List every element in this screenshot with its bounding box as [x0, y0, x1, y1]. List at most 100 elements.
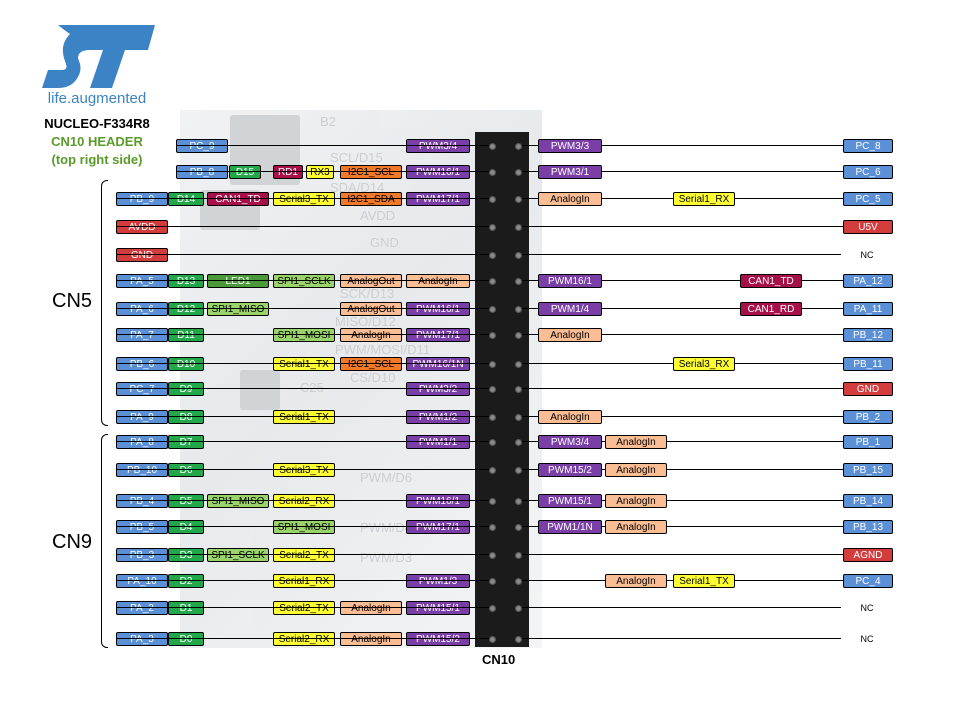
right-wire-4	[518, 254, 893, 255]
left-label-17-0: PA_2	[116, 601, 168, 615]
left-pin-9	[488, 385, 496, 393]
left-label-0-1: PWM3/4	[406, 139, 470, 153]
left-label-16-2: Serial1_RX	[273, 574, 335, 588]
right-label-9-0: GND	[843, 382, 893, 396]
nc-label-18: NC	[841, 632, 893, 646]
left-label-5-2: LED1	[207, 274, 269, 288]
right-label-0-0: PWM3/3	[538, 139, 602, 153]
left-pin-18	[488, 635, 496, 643]
left-pin-17	[488, 604, 496, 612]
right-label-5-2: PA_12	[843, 274, 893, 288]
left-wire-7	[116, 334, 492, 335]
right-label-13-2: PB_14	[843, 494, 893, 508]
right-wire-18	[518, 638, 893, 639]
left-wire-17	[116, 607, 492, 608]
left-label-12-0: PB_10	[116, 463, 168, 477]
right-pin-3	[514, 223, 522, 231]
left-pin-13	[488, 497, 496, 505]
right-pin-18	[514, 635, 522, 643]
left-label-6-2: SPI1_MISO	[207, 302, 269, 316]
right-label-6-0: PWM1/4	[538, 302, 602, 316]
right-pin-5	[514, 277, 522, 285]
right-label-16-1: Serial1_TX	[673, 574, 735, 588]
right-wire-0	[518, 145, 893, 146]
logo-tagline: life.augmented	[47, 90, 147, 107]
left-label-10-0: PA_9	[116, 410, 168, 424]
left-pin-2	[488, 195, 496, 203]
left-label-9-1: D9	[168, 382, 204, 396]
right-label-15-0: AGND	[843, 548, 893, 562]
header-side: (top right side)	[51, 152, 143, 167]
left-label-4-0: GND	[116, 248, 168, 262]
right-pin-16	[514, 577, 522, 585]
left-label-15-3: Serial2_TX	[273, 548, 335, 562]
st-logo	[40, 20, 160, 95]
right-label-13-1: AnalogIn	[605, 494, 667, 508]
left-label-10-1: D8	[168, 410, 204, 424]
right-pin-7	[514, 331, 522, 339]
left-wire-5	[116, 280, 492, 281]
left-label-15-1: D3	[168, 548, 204, 562]
left-label-8-4: PWM16/1N	[406, 357, 470, 371]
right-wire-6	[518, 308, 893, 309]
left-label-1-5: PWM16/1	[406, 165, 470, 179]
header-title: CN10 HEADER	[51, 134, 143, 149]
left-label-13-2: SPI1_MISO	[207, 494, 269, 508]
left-wire-4	[116, 254, 492, 255]
right-pin-14	[514, 523, 522, 531]
left-label-18-3: AnalogIn	[340, 632, 402, 646]
left-pin-3	[488, 223, 496, 231]
right-label-12-2: PB_15	[843, 463, 893, 477]
cn9-brace	[101, 434, 108, 648]
left-wire-3	[116, 226, 492, 227]
left-label-9-0: PC_7	[116, 382, 168, 396]
left-label-3-0: AVDD	[116, 220, 168, 234]
left-label-11-0: PA_8	[116, 435, 168, 449]
right-label-5-1: CAN1_TD	[740, 274, 802, 288]
right-wire-5	[518, 280, 893, 281]
left-label-8-3: I2C1_SCL	[340, 357, 402, 371]
left-label-12-2: Serial3_TX	[273, 463, 335, 477]
left-pin-5	[488, 277, 496, 285]
right-pin-0	[514, 142, 522, 150]
right-label-14-2: PB_13	[843, 520, 893, 534]
left-label-16-3: PWM1/3	[406, 574, 470, 588]
left-wire-1	[176, 171, 492, 172]
left-label-7-1: D11	[168, 328, 204, 342]
right-pin-8	[514, 360, 522, 368]
left-label-5-5: AnalogIn	[406, 274, 470, 288]
left-label-0-0: PC_9	[176, 139, 228, 153]
right-pin-10	[514, 413, 522, 421]
right-pin-4	[514, 251, 522, 259]
left-label-2-1: D14	[168, 192, 204, 206]
nc-label-4: NC	[841, 248, 893, 262]
left-pin-10	[488, 413, 496, 421]
right-wire-15	[518, 554, 893, 555]
right-pin-1	[514, 168, 522, 176]
left-label-7-4: PWM17/1	[406, 328, 470, 342]
right-label-0-1: PC_8	[843, 139, 893, 153]
left-pin-7	[488, 331, 496, 339]
left-label-16-0: PA_10	[116, 574, 168, 588]
right-wire-9	[518, 388, 893, 389]
right-label-7-1: PB_12	[843, 328, 893, 342]
right-label-6-1: CAN1_RD	[740, 302, 802, 316]
left-pin-16	[488, 577, 496, 585]
left-label-17-4: PWM15/1	[406, 601, 470, 615]
right-wire-10	[518, 416, 893, 417]
left-label-1-0: PB_8	[176, 165, 228, 179]
right-wire-14	[518, 526, 893, 527]
right-label-2-0: AnalogIn	[538, 192, 602, 206]
left-wire-16	[116, 580, 492, 581]
left-label-2-5: PWM17/1	[406, 192, 470, 206]
left-label-13-4: PWM16/1	[406, 494, 470, 508]
right-label-1-0: PWM3/1	[538, 165, 602, 179]
left-pin-6	[488, 305, 496, 313]
left-wire-13	[116, 500, 492, 501]
left-label-18-1: D0	[168, 632, 204, 646]
right-label-11-1: AnalogIn	[605, 435, 667, 449]
left-pin-14	[488, 523, 496, 531]
left-wire-18	[116, 638, 492, 639]
right-pin-12	[514, 466, 522, 474]
board-title: NUCLEO-F334R8	[44, 116, 150, 131]
